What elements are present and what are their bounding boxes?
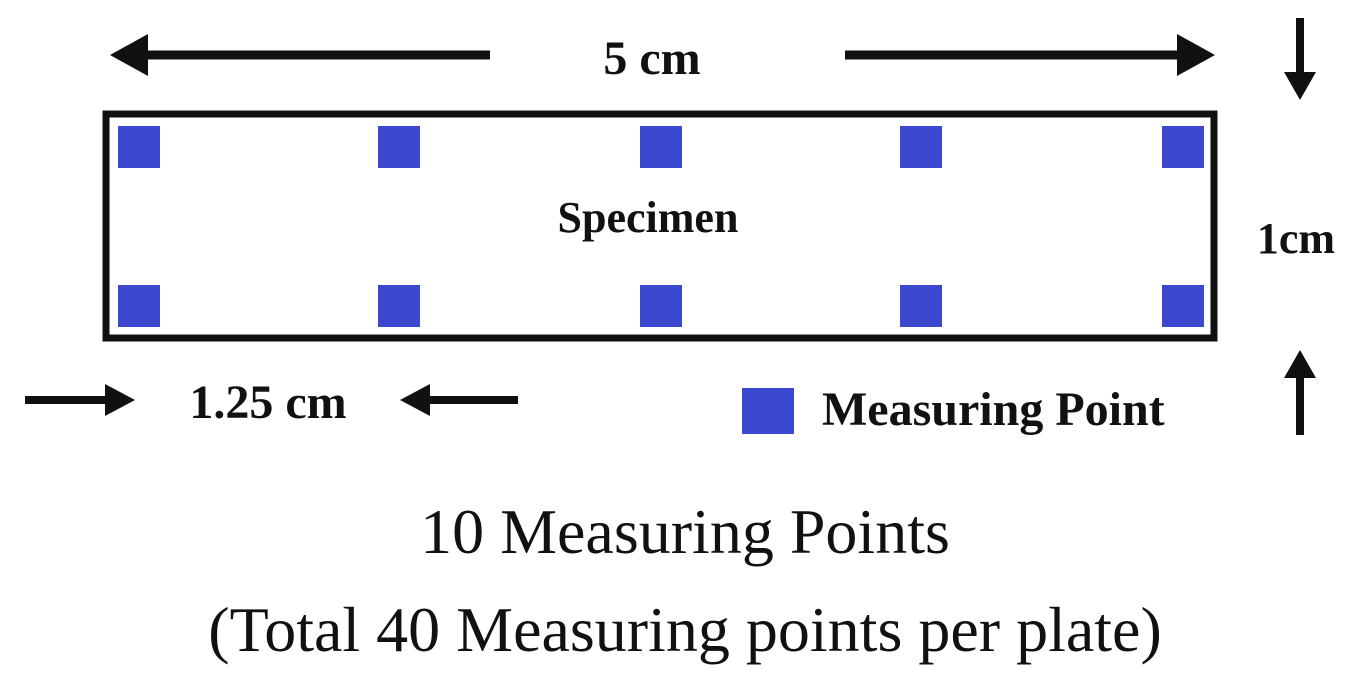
- legend-swatch: [742, 388, 794, 434]
- height-arrowhead-bottom: [1284, 350, 1316, 378]
- measuring-point: [118, 285, 160, 327]
- measuring-point: [118, 126, 160, 168]
- height-dimension: 1cm: [1257, 18, 1335, 435]
- legend: Measuring Point: [742, 383, 1165, 436]
- measuring-point: [378, 285, 420, 327]
- measuring-points: [118, 126, 1204, 327]
- caption-line-1: 10 Measuring Points: [420, 496, 950, 567]
- specimen-outline: [102, 110, 1218, 342]
- measuring-point: [1162, 126, 1204, 168]
- measuring-point: [1162, 285, 1204, 327]
- legend-label: Measuring Point: [822, 383, 1165, 436]
- measuring-point: [378, 126, 420, 168]
- width-arrowhead-right: [1177, 34, 1215, 76]
- width-arrowhead-left: [110, 34, 148, 76]
- width-dimension: 5 cm: [110, 32, 1215, 85]
- measuring-point: [640, 285, 682, 327]
- height-arrowhead-top: [1284, 72, 1316, 100]
- spacing-arrowhead-left: [105, 384, 135, 416]
- caption-line-2: (Total 40 Measuring points per plate): [208, 594, 1162, 665]
- measuring-point: [900, 126, 942, 168]
- spacing-dimension: 1.25 cm: [25, 376, 518, 429]
- measuring-point: [900, 285, 942, 327]
- height-label: 1cm: [1257, 214, 1335, 263]
- spacing-label: 1.25 cm: [189, 376, 346, 429]
- spacing-arrowhead-right: [400, 384, 430, 416]
- width-label: 5 cm: [603, 32, 700, 85]
- measuring-point: [640, 126, 682, 168]
- specimen-label: Specimen: [558, 193, 739, 242]
